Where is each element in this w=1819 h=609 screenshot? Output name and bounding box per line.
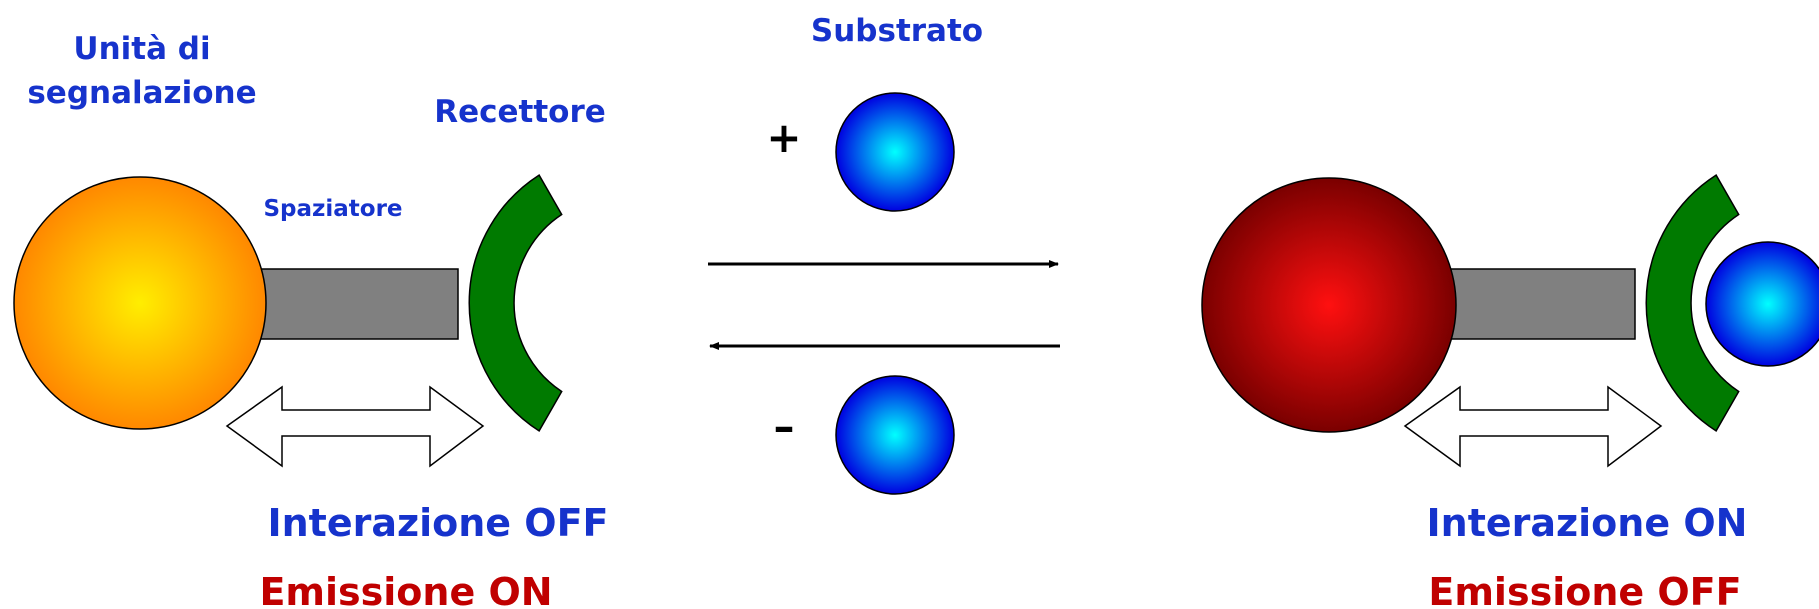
spacer-bar-right (1435, 269, 1635, 339)
equilibrium (708, 93, 1060, 494)
spacer-label: Spaziatore (263, 196, 402, 222)
receptor-left (469, 175, 561, 431)
emission-off-label: Emissione OFF (1428, 570, 1741, 609)
interaction-off-label: Interazione OFF (267, 501, 608, 545)
double-arrow-left (227, 387, 483, 466)
emission-on-label: Emissione ON (259, 570, 552, 609)
double-arrow-right (1405, 387, 1661, 466)
minus-sign: – (774, 402, 795, 451)
signal-unit-emissive (14, 177, 266, 429)
signal-unit-label-line1: Unità di (73, 31, 210, 67)
interaction-on-label: Interazione ON (1427, 501, 1748, 545)
substrate-incoming (836, 93, 954, 211)
substrate-released (836, 376, 954, 494)
bound-sensor (1202, 175, 1819, 466)
plus-sign: + (766, 113, 801, 162)
receptor-label: Recettore (434, 94, 606, 130)
spacer-bar-left (258, 269, 458, 339)
signal-unit-quenched (1202, 178, 1456, 432)
signal-unit-label-line2: segnalazione (27, 75, 256, 111)
substrate-bound (1706, 242, 1819, 366)
substrate-label: Substrato (811, 13, 983, 49)
